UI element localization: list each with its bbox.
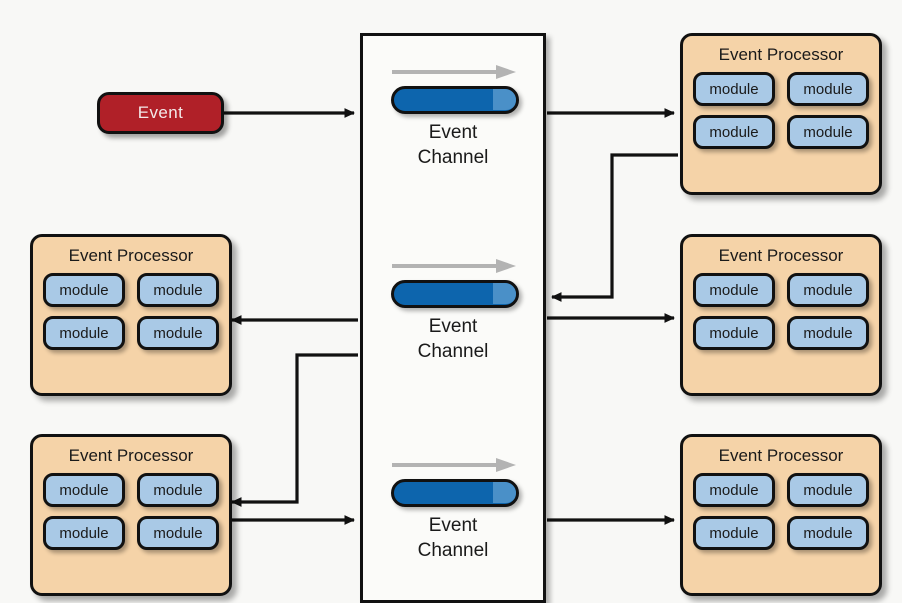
event-processor-bottom-right[interactable]: Event Processor module module module mod… <box>680 434 882 596</box>
processor-title: Event Processor <box>718 446 844 465</box>
module-grid: module module module module <box>693 273 869 350</box>
event-channel-label: Event Channel <box>363 314 543 365</box>
module-grid: module module module module <box>693 72 869 149</box>
module-item[interactable]: module <box>787 115 869 149</box>
flow-right-arrow-icon <box>392 259 516 273</box>
event-channel-label: Event Channel <box>363 120 543 171</box>
flow-right-arrow-icon <box>392 458 516 472</box>
event-channel-label-line2: Channel <box>417 147 489 169</box>
module-item[interactable]: module <box>693 115 775 149</box>
event-channel-label: Event Channel <box>363 513 543 564</box>
event-channel-container: Event Channel Event Channel <box>360 33 546 603</box>
module-item[interactable]: module <box>43 316 125 350</box>
capsule-end-cap <box>493 283 516 304</box>
module-item[interactable]: module <box>137 316 219 350</box>
processor-title: Event Processor <box>718 246 844 265</box>
event-processor-bottom-left[interactable]: Event Processor module module module mod… <box>30 434 232 596</box>
module-item[interactable]: module <box>137 516 219 550</box>
capsule-end-cap <box>493 89 516 110</box>
module-grid: module module module module <box>43 273 219 350</box>
capsule-end-cap <box>493 482 516 503</box>
module-item[interactable]: module <box>43 273 125 307</box>
processor-title: Event Processor <box>68 246 194 265</box>
event-channel-label-line2: Channel <box>417 540 489 562</box>
event-processor-top-right[interactable]: Event Processor module module module mod… <box>680 33 882 195</box>
event-processor-middle-right[interactable]: Event Processor module module module mod… <box>680 234 882 396</box>
module-item[interactable]: module <box>43 516 125 550</box>
event-channel-label-line1: Event <box>428 122 478 143</box>
module-grid: module module module module <box>43 473 219 550</box>
channel-capsule[interactable] <box>391 280 519 308</box>
processor-title: Event Processor <box>718 45 844 64</box>
module-item[interactable]: module <box>693 72 775 106</box>
event-processor-middle-left[interactable]: Event Processor module module module mod… <box>30 234 232 396</box>
event-channel-label-line2: Channel <box>417 341 489 363</box>
module-item[interactable]: module <box>43 473 125 507</box>
module-grid: module module module module <box>693 473 869 550</box>
event-source-box[interactable]: Event <box>97 92 224 134</box>
channel-capsule[interactable] <box>391 479 519 507</box>
wire-middle-channel-to-bottom-left-processor <box>231 353 358 507</box>
module-item[interactable]: module <box>693 516 775 550</box>
module-item[interactable]: module <box>787 72 869 106</box>
module-item[interactable]: module <box>787 273 869 307</box>
module-item[interactable]: module <box>787 516 869 550</box>
module-item[interactable]: module <box>137 273 219 307</box>
module-item[interactable]: module <box>137 473 219 507</box>
flow-right-arrow-icon <box>392 65 516 79</box>
module-item[interactable]: module <box>693 273 775 307</box>
event-channel-label-line1: Event <box>428 515 478 536</box>
channel-capsule[interactable] <box>391 86 519 114</box>
event-source-label: Event <box>137 103 184 122</box>
event-channel-label-line1: Event <box>428 316 478 337</box>
module-item[interactable]: module <box>693 473 775 507</box>
module-item[interactable]: module <box>693 316 775 350</box>
module-item[interactable]: module <box>787 316 869 350</box>
processor-title: Event Processor <box>68 446 194 465</box>
module-item[interactable]: module <box>787 473 869 507</box>
wire-top-right-processor-to-middle-channel <box>551 153 678 302</box>
